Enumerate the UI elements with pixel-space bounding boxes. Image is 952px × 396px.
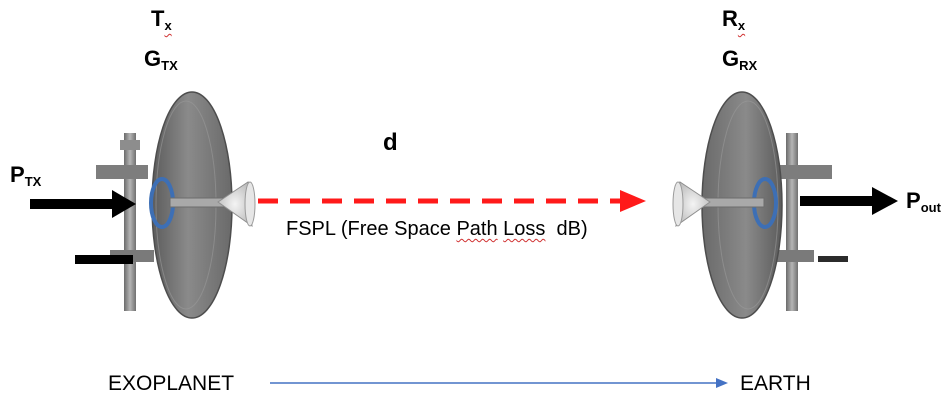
rx-label: Rx	[722, 6, 746, 33]
rx-gain-label: GRX	[722, 46, 758, 73]
tx-gain-label: GTX	[144, 46, 178, 73]
rx-mount-pole	[786, 133, 798, 311]
tx-mount-pole	[124, 133, 136, 311]
tx-bracket-top	[96, 165, 148, 179]
destination-label: EARTH	[740, 372, 811, 395]
direction-arrow	[270, 378, 728, 388]
tx-input-arrow	[30, 190, 136, 218]
tx-cable	[75, 255, 133, 264]
source-label: EXOPLANET	[108, 372, 235, 395]
tx-clamp	[120, 140, 140, 150]
distance-label: d	[383, 129, 398, 156]
tx-power-label: PTX	[10, 162, 42, 189]
tx-label: Tx	[151, 6, 172, 33]
rx-bracket-top	[776, 165, 832, 179]
fspl-label: FSPL (Free Space Path Loss dB)	[286, 218, 588, 240]
rx-bracket-bottom	[770, 250, 814, 262]
rx-output-arrow	[800, 187, 898, 215]
receiver-antenna	[672, 91, 848, 319]
rx-cable	[818, 256, 848, 262]
transmitter-antenna	[96, 91, 256, 319]
rx-power-label: Pout	[906, 188, 941, 215]
propagation-arrow	[258, 190, 646, 212]
